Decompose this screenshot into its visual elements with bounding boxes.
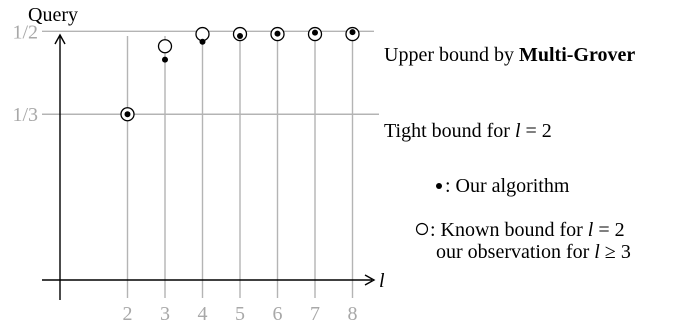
legend-circle-text-1: : Known bound for l = 2 <box>430 219 625 241</box>
algorithm-dot <box>274 30 281 37</box>
x-tick-label: 5 <box>235 303 245 325</box>
algorithm-dot <box>237 33 243 40</box>
x-tick-label: 6 <box>273 303 283 325</box>
known-bound-marker <box>195 26 210 42</box>
y-tick-labels: 1/2 1/3 <box>12 21 38 126</box>
known-bound-marker <box>157 39 173 54</box>
x-tick-label: 3 <box>160 303 170 325</box>
legend-circle-rest-2: ≥ 3 <box>600 241 631 263</box>
y-tick-label: 1/3 <box>12 104 38 126</box>
legend-circle-marker <box>415 222 429 236</box>
tight-bound-annotation: Tight bound for l = 2 <box>384 120 552 142</box>
data-markers <box>120 26 360 122</box>
legend-circle-text-1a: : Known bound for <box>430 219 588 241</box>
legend-dot-text: : Our algorithm <box>445 175 570 197</box>
upper-bound-name: Multi-Grover <box>519 44 635 66</box>
upper-bound-annotation: Upper bound by Multi-Grover <box>384 44 635 66</box>
legend-circle-var-2: l <box>594 241 600 263</box>
legend-circle-text-2: our observation for l ≥ 3 <box>436 241 631 263</box>
upper-bound-prefix: Upper bound by <box>384 44 519 66</box>
legend-dot-marker <box>436 183 442 189</box>
x-axis-title: l <box>379 270 385 292</box>
legend-circle-rest-1: = 2 <box>593 219 624 241</box>
tight-bound-text: Tight bound for <box>384 120 515 142</box>
x-axis-arrow <box>364 274 376 286</box>
y-axis-title: Query <box>28 4 78 26</box>
tight-bound-var: l <box>515 120 521 142</box>
algorithm-dot <box>124 111 131 118</box>
x-tick-label: 4 <box>198 303 208 325</box>
algorithm-dot <box>349 29 356 36</box>
algorithm-dot <box>312 29 318 36</box>
y-tick-label: 1/2 <box>12 21 38 43</box>
x-tick-label: 8 <box>348 303 358 325</box>
tight-bound-rest: = 2 <box>521 120 552 142</box>
algorithm-dot <box>162 56 168 63</box>
grid-lines <box>42 30 379 298</box>
legend-circle-var-1: l <box>588 219 594 241</box>
algorithm-dot <box>199 38 206 45</box>
x-tick-labels: 2 3 4 5 6 7 8 <box>123 303 358 325</box>
x-tick-label: 2 <box>123 303 133 325</box>
y-axis-arrow <box>54 33 66 45</box>
x-tick-label: 7 <box>310 303 320 325</box>
legend-circle-text-2a: our observation for <box>436 241 594 263</box>
